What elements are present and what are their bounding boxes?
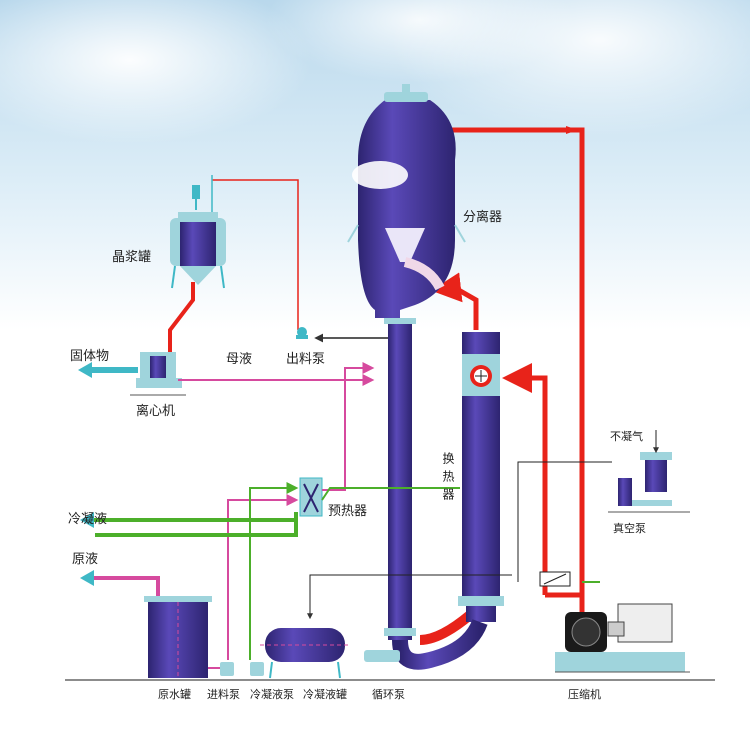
raw-liquid-arrowhead <box>80 570 94 586</box>
downcomer-pipe <box>388 318 412 640</box>
condensate-tank-label: 冷凝液罐 <box>303 688 347 701</box>
solids-label: 固体物 <box>70 349 110 364</box>
condensate-pump-label: 冷凝液泵 <box>250 688 294 701</box>
condensate-to-preheater <box>249 482 299 660</box>
vacuum-pump-label: 真空泵 <box>613 522 646 535</box>
raw-liquid-label: 原液 <box>72 552 99 567</box>
preheater-shape <box>299 477 323 517</box>
heat-exchanger-label: 换热器 <box>441 452 455 506</box>
discharge-pump-shape <box>296 327 308 339</box>
black-line-top <box>517 461 605 582</box>
condensate-tank-shape <box>260 628 350 679</box>
steam-arrow <box>566 126 578 134</box>
discharge-pump-label: 出料泵 <box>286 352 326 367</box>
crystal-slurry-tank <box>170 175 226 289</box>
feed-pump-label: 进料泵 <box>207 688 240 701</box>
red-crystal-feed <box>168 282 195 355</box>
feed-pump-shape <box>220 662 234 676</box>
heat-exchanger-shape <box>458 332 504 622</box>
centrifuge-label: 离心机 <box>136 404 176 419</box>
raw-water-tank-shape <box>144 596 212 678</box>
separator-vessel <box>347 84 466 318</box>
condensate-label: 冷凝液 <box>68 512 108 527</box>
circulation-loop <box>392 618 488 670</box>
raw-tank-label: 原水罐 <box>158 688 191 701</box>
solids-arrowhead <box>78 362 92 378</box>
condensate-from-heatexchanger <box>321 487 460 501</box>
raw-liquid-line <box>94 576 160 598</box>
circulation-pump-shape <box>364 650 400 662</box>
feed-to-preheater <box>227 494 299 660</box>
preheater-condensate-out <box>95 512 298 537</box>
centrifuge-shape <box>130 352 186 396</box>
condensate-pump-shape <box>250 662 264 676</box>
circulation-pump-label: 循环泵 <box>372 688 405 701</box>
separator-label: 分离器 <box>463 210 503 225</box>
mother-liquor-label: 母液 <box>226 352 253 367</box>
compressor-label: 压缩机 <box>568 688 601 701</box>
vacuum-pump-shape <box>605 430 690 513</box>
compressor-shape <box>539 571 690 673</box>
preheater-label: 预热器 <box>328 504 368 519</box>
crystal-tank-label: 晶浆罐 <box>112 250 152 265</box>
non-condensable-label: 不凝气 <box>610 430 643 443</box>
preheater-to-column <box>322 362 375 491</box>
black-line-right <box>307 574 512 620</box>
condensate-arrowhead <box>80 512 94 528</box>
liquor-to-discharge <box>212 179 299 330</box>
